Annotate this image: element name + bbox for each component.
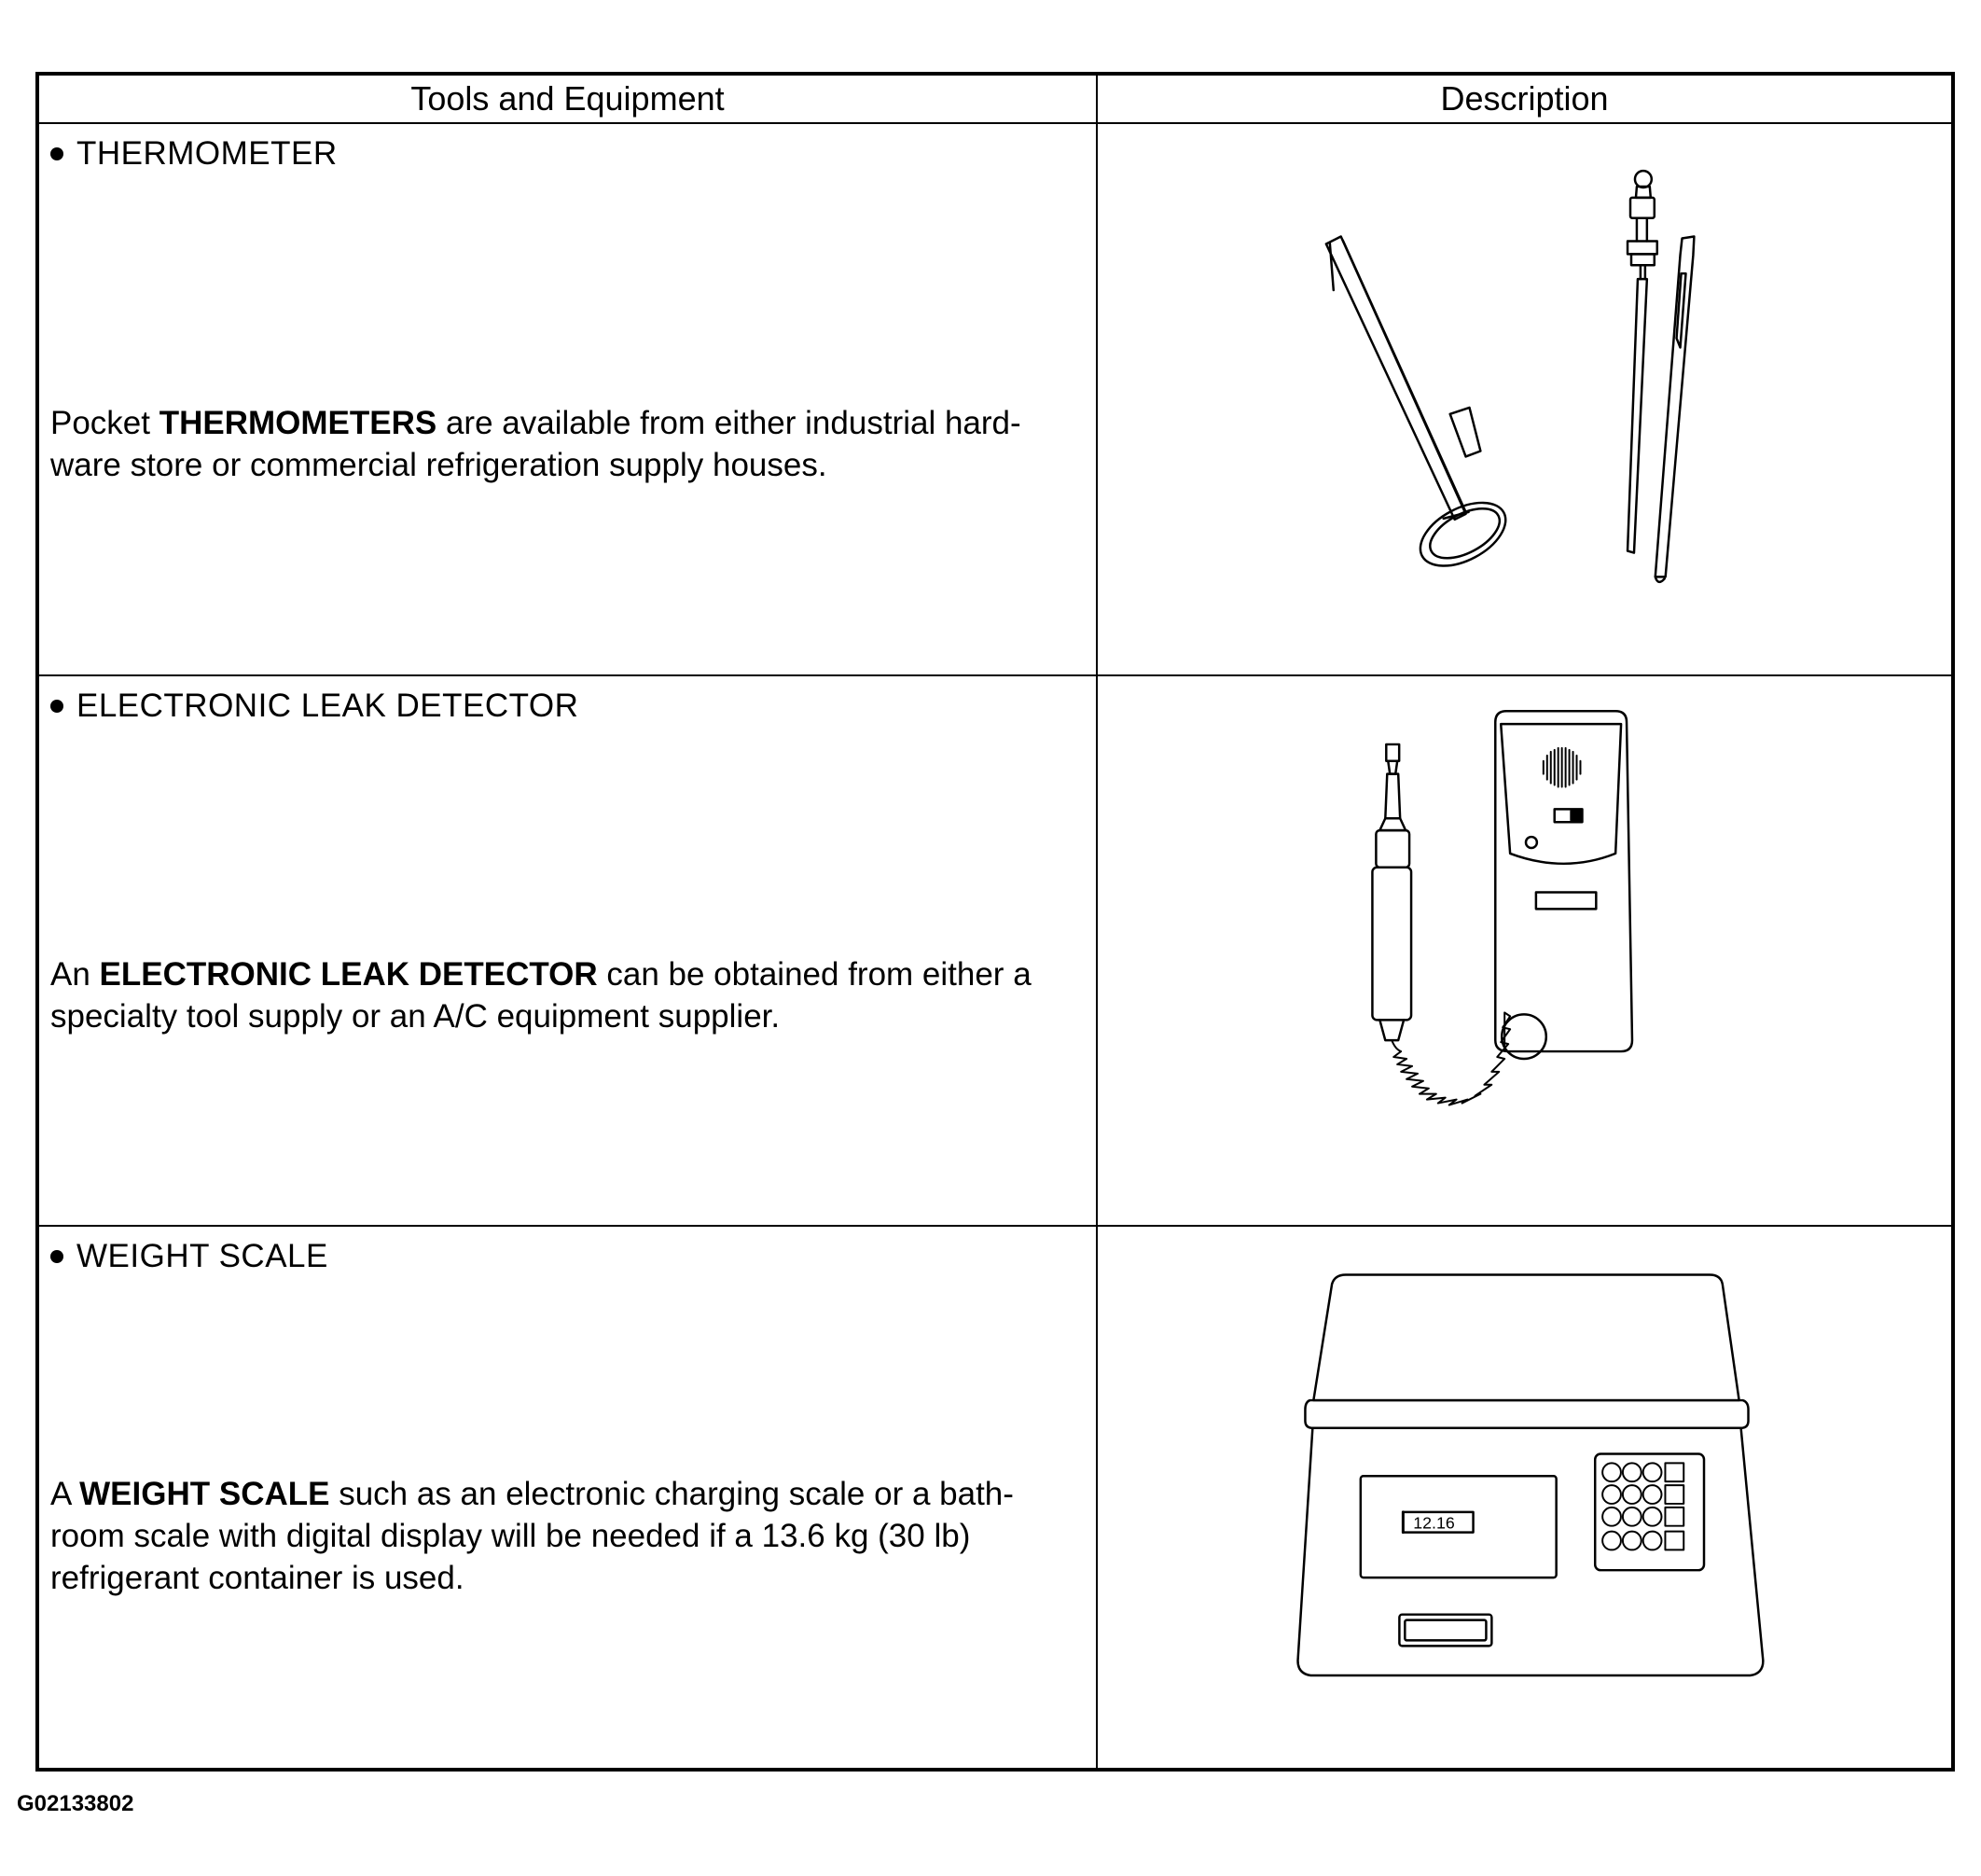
figure-code: G02133802 xyxy=(17,1791,134,1816)
desc-bold-term: THERMOMETERS xyxy=(159,405,437,441)
desc-line2: specialty tool supply or an A/C equipmen… xyxy=(50,998,781,1035)
desc-line2: ware store or commercial refrigeration s… xyxy=(50,447,827,483)
tool-name-thermometer: THERMOMETER xyxy=(50,135,338,173)
pocket-thermometers-icon xyxy=(1324,169,1696,584)
bullet-icon xyxy=(50,1250,63,1263)
tool-name-label: ELECTRONIC LEAK DETECTOR xyxy=(76,688,579,724)
tool-name-weight-scale: WEIGHT SCALE xyxy=(50,1238,328,1275)
leak-detector-icon xyxy=(1371,710,1634,1106)
row-weight-scale-illustration-cell: 12.16 xyxy=(1098,1227,1951,1768)
desc-bold-term: WEIGHT SCALE xyxy=(79,1476,330,1512)
description-thermometer: Pocket THERMOMETERS are available from e… xyxy=(50,402,1081,486)
desc-bold-term: ELECTRONIC LEAK DETECTOR xyxy=(99,956,598,993)
desc-prefix: Pocket xyxy=(50,405,159,441)
tools-table: Tools and Equipment Description THERMOME… xyxy=(35,72,1955,1772)
tool-name-label: WEIGHT SCALE xyxy=(76,1238,328,1274)
bullet-icon xyxy=(50,700,63,713)
row-weight-scale-text-cell: WEIGHT SCALE A WEIGHT SCALE such as an e… xyxy=(39,1227,1098,1768)
desc-line1-rest: are available from either industrial har… xyxy=(436,405,1021,441)
weight-scale-icon: 12.16 xyxy=(1296,1273,1765,1677)
tool-name-label: THERMOMETER xyxy=(76,135,338,172)
scale-display-readout: 12.16 xyxy=(1413,1514,1455,1533)
header-tools-and-equipment: Tools and Equipment xyxy=(39,76,1098,124)
row-thermometer-illustration-cell xyxy=(1098,124,1951,676)
desc-line1-rest: such as an electronic charging scale or … xyxy=(329,1476,1014,1512)
description-leak-detector: An ELECTRONIC LEAK DETECTOR can be obtai… xyxy=(50,953,1081,1037)
bullet-icon xyxy=(50,147,63,160)
header-description: Description xyxy=(1098,76,1951,124)
desc-line2: room scale with digital display will be … xyxy=(50,1518,971,1554)
row-thermometer-text-cell: THERMOMETER Pocket THERMOMETERS are avai… xyxy=(39,124,1098,676)
description-weight-scale: A WEIGHT SCALE such as an electronic cha… xyxy=(50,1473,1081,1599)
row-leak-detector-illustration-cell xyxy=(1098,676,1951,1227)
row-leak-detector-text-cell: ELECTRONIC LEAK DETECTOR An ELECTRONIC L… xyxy=(39,676,1098,1227)
desc-prefix: An xyxy=(50,956,100,993)
desc-prefix: A xyxy=(50,1476,80,1512)
tool-name-leak-detector: ELECTRONIC LEAK DETECTOR xyxy=(50,688,578,725)
desc-line3: refrigerant container is used. xyxy=(50,1560,464,1596)
desc-line1-rest: can be obtained from either a xyxy=(597,956,1032,993)
